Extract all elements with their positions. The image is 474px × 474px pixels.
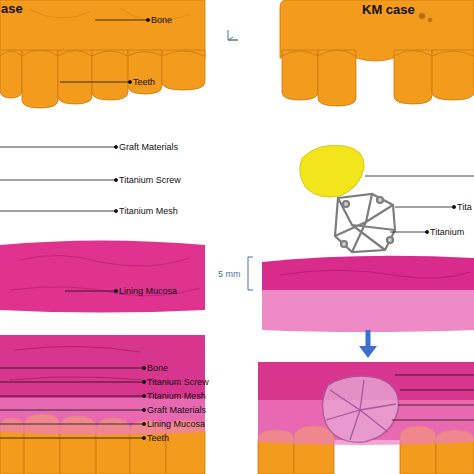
leader-lines-part [114, 178, 117, 181]
bone-teeth-left-part [0, 50, 205, 56]
assembled-right [258, 362, 474, 474]
bone-teeth-left-part [22, 50, 58, 108]
bone-teeth-right-part [419, 13, 425, 19]
leader-lines-part [146, 18, 149, 21]
leader-lines-part [392, 420, 474, 421]
leader-lines-part [142, 394, 145, 397]
axis-icon-part [228, 37, 233, 40]
titanium-mesh [335, 194, 395, 252]
leader-lines-part [0, 410, 144, 411]
mucosa-right [262, 256, 474, 332]
part-label: Bone [147, 364, 168, 373]
mucosa-left [0, 241, 205, 313]
leader-lines-part [114, 289, 117, 292]
bone-teeth-left-part [0, 0, 205, 58]
leader-lines-part [60, 82, 130, 83]
leader-lines-part [395, 207, 454, 208]
bone-teeth-right-part [282, 50, 474, 56]
titanium-mesh-part [387, 237, 393, 243]
graft-shape [300, 145, 364, 197]
assembled-right-part [322, 376, 398, 442]
bone-teeth-left-part [0, 50, 22, 98]
part-label: Titanium Screw [147, 378, 209, 387]
mucosa-left-part [10, 255, 200, 296]
assembled-left-part [0, 398, 205, 435]
mucosa-left-part [0, 241, 205, 313]
panel-heading: ase [1, 2, 23, 15]
bone-teeth-right-part [282, 50, 318, 100]
leader-lines-part [452, 205, 455, 208]
dimension-label: 5 mm [218, 270, 241, 279]
leader-lines-part [0, 396, 144, 397]
leader-lines-part [0, 180, 116, 181]
bone-teeth-right-part [394, 50, 432, 104]
leader-lines-part [400, 390, 474, 391]
down-arrow [359, 330, 377, 358]
leader-lines-part [0, 382, 144, 383]
part-label: Titanium Mesh [147, 392, 206, 401]
titanium-mesh-part [335, 194, 395, 252]
part-label: Titanium Mesh [119, 207, 178, 216]
part-label: Titanium [430, 228, 464, 237]
part-label: Graft Materials [119, 143, 178, 152]
part-label: Teeth [147, 434, 169, 443]
part-label: Tita [457, 203, 472, 212]
leader-lines-part [128, 80, 131, 83]
dimension-bracket [248, 257, 253, 290]
bone-teeth-left-part [92, 50, 128, 100]
leader-lines [0, 18, 474, 439]
part-label: Lining Mucosa [119, 287, 177, 296]
titanium-mesh-part [343, 201, 349, 207]
down-arrow-part [366, 330, 371, 348]
leader-lines-part [142, 380, 145, 383]
assembled-right-part [326, 380, 396, 440]
bone-teeth-left-part [58, 50, 92, 104]
leader-lines-part [65, 291, 116, 292]
part-label: Titanium Screw [119, 176, 181, 185]
panel-heading: KM case [362, 3, 415, 16]
part-label: Teeth [133, 78, 155, 87]
leader-lines-part [142, 408, 145, 411]
bone-teeth-left-part [162, 50, 205, 90]
bone-teeth-left-part [128, 50, 162, 94]
titanium-mesh-part [341, 241, 347, 247]
bone-teeth-right-part [428, 18, 432, 22]
axis-icon [228, 30, 238, 40]
leader-lines-part [0, 368, 144, 369]
part-label: Graft Materials [147, 406, 206, 415]
leader-lines-part [390, 232, 427, 233]
mucosa-right-part [280, 270, 470, 278]
part-label: Bone [151, 16, 172, 25]
assembled-left [0, 335, 205, 474]
leader-lines-part [142, 422, 145, 425]
down-arrow-part [359, 346, 377, 358]
part-label: Lining Mucosa [147, 420, 205, 429]
leader-lines-part [395, 375, 474, 376]
leader-lines-part [114, 209, 117, 212]
leader-lines-part [398, 405, 474, 406]
leader-lines-part [0, 438, 144, 439]
leader-lines-part [114, 145, 117, 148]
leader-lines-part [425, 230, 428, 233]
titanium-mesh-part [377, 197, 383, 203]
leader-lines-part [142, 366, 145, 369]
bone-teeth-right [280, 0, 474, 106]
leader-lines-part [0, 211, 116, 212]
leader-lines-part [142, 436, 145, 439]
bone-teeth-left [0, 0, 205, 108]
mucosa-right-part [262, 256, 474, 290]
leader-lines-part [365, 176, 474, 177]
axis-icon-part [228, 30, 229, 40]
bone-teeth-right-part [318, 50, 356, 106]
mucosa-right-part [262, 290, 474, 332]
leader-lines-part [95, 20, 148, 21]
titanium-mesh-part [335, 194, 395, 252]
leader-lines-part [0, 147, 116, 148]
bone-teeth-right-part [432, 50, 474, 100]
leader-lines-part [0, 424, 144, 425]
